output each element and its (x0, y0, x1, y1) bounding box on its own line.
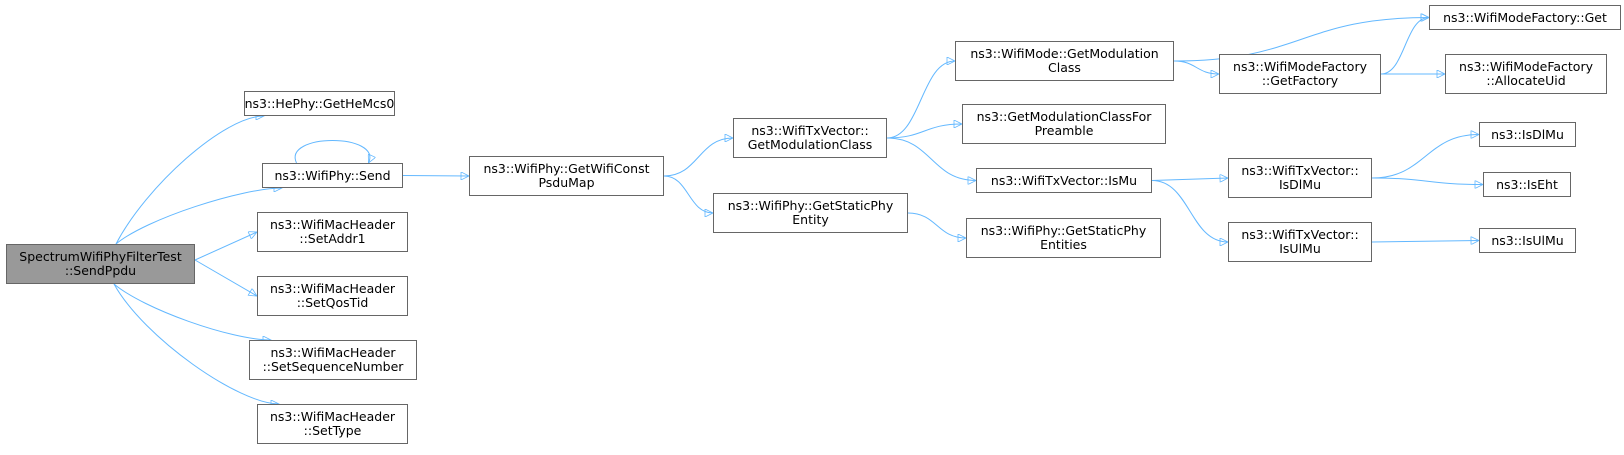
edge-wifiphy_getstaticphyentity-to-wifiphy_getstaticphyentities (907, 212, 966, 238)
node-label-line: ns3::WifiTxVector::IsMu (990, 172, 1138, 188)
edge-wifiphy_getwificonstpsdumap-to-wifiphy_getstaticphyentity (663, 175, 713, 213)
node-label-line: ns3::WifiMacHeader (269, 281, 396, 296)
node-label-line: ::SetAddr1 (299, 231, 366, 246)
node-label-line: IsDlMu (1278, 177, 1321, 192)
edge-txvector_getmodulationclass-to-getmodulationclassforpreamble (886, 124, 962, 139)
node-label-line: ns3::WifiMacHeader (269, 409, 396, 424)
node-modefactory-allocateuid[interactable]: ns3::WifiModeFactory ::AllocateUid (1445, 54, 1607, 94)
node-label-line: IsUlMu (1279, 241, 1321, 256)
edge-txvector_getmodulationclass-to-txvector_ismu (886, 137, 976, 181)
node-txvector-getmodulationclass[interactable]: ns3::WifiTxVector:: GetModulationClass (733, 118, 887, 158)
node-label-line: ns3::WifiModeFactory (1233, 59, 1367, 74)
node-macheader-setaddr1[interactable]: ns3::WifiMacHeader ::SetAddr1 (257, 212, 408, 252)
node-label-line: ns3::WifiMacHeader (270, 345, 396, 360)
node-root: SpectrumWifiPhyFilterTest ::SendPpdu (6, 244, 195, 284)
edge-wifimode_getmodulationclass-to-modefactory_get (1173, 18, 1429, 62)
node-label-line: Class (1048, 60, 1081, 75)
node-wifiphy-getwificonstpsdumap[interactable]: ns3::WifiPhy::GetWifiConst PsduMap (469, 156, 664, 196)
node-macheader-setqostid[interactable]: ns3::WifiMacHeader ::SetQosTid (257, 276, 408, 316)
node-label-line: ns3::WifiTxVector:: (751, 123, 869, 138)
edge-txvector_ismu-to-txvector_isdlmu (1151, 178, 1228, 181)
node-txvector-isdlmu[interactable]: ns3::WifiTxVector:: IsDlMu (1228, 158, 1372, 198)
node-label-line: ns3::WifiMode::GetModulation (970, 46, 1159, 61)
edge-txvector_isdlmu-to-isdlmu (1371, 135, 1479, 179)
node-isdlmu[interactable]: ns3::IsDlMu (1479, 122, 1576, 147)
node-label-line: ::GetFactory (1261, 73, 1339, 88)
node-wifimode-getmodulationclass[interactable]: ns3::WifiMode::GetModulation Class (955, 41, 1174, 81)
node-label-line: ns3::IsDlMu (1491, 126, 1564, 142)
node-label-line: ns3::WifiModeFactory (1459, 59, 1593, 74)
edge-wifiphy_send-to-wifiphy_getwificonstpsdumap (402, 176, 469, 177)
node-label-line: ::AllocateUid (1486, 73, 1566, 88)
node-txvector-isulmu[interactable]: ns3::WifiTxVector:: IsUlMu (1228, 222, 1372, 262)
node-label-line: GetModulationClass (747, 137, 873, 152)
node-wifiphy-send[interactable]: ns3::WifiPhy::Send (262, 163, 403, 188)
node-hephy-getHeMcs0[interactable]: ns3::HePhy::GetHeMcs0 (244, 91, 395, 116)
edge-txvector_isdlmu-to-iseht (1371, 177, 1483, 185)
node-modefactory-getfactory[interactable]: ns3::WifiModeFactory ::GetFactory (1219, 54, 1381, 94)
node-label-line: ns3::WifiPhy::GetStaticPhy (980, 223, 1147, 238)
node-label-line: ns3::IsEht (1496, 176, 1558, 192)
node-getmodulationclassforpreamble[interactable]: ns3::GetModulationClassFor Preamble (962, 104, 1166, 144)
edge-root-to-macheader_settype (113, 283, 279, 404)
node-label-line: ns3::WifiTxVector:: (1241, 163, 1359, 178)
node-label-line: ns3::IsUlMu (1491, 232, 1564, 248)
node-label-line: ::SendPpdu (64, 263, 137, 278)
edge-root-to-macheader_setsequencenumber (113, 283, 271, 340)
node-label-line: ns3::HePhy::GetHeMcs0 (244, 95, 395, 111)
edge-modefactory_getfactory-to-modefactory_get (1380, 18, 1429, 75)
node-label-line: ns3::WifiPhy::Send (274, 167, 391, 183)
node-label-line: SpectrumWifiPhyFilterTest (19, 249, 182, 264)
node-label-line: ns3::WifiMacHeader (269, 217, 396, 232)
node-label-line: Preamble (1034, 123, 1094, 138)
node-label-line: ::SetQosTid (296, 295, 369, 310)
edge-root-to-macheader_setaddr1 (194, 232, 257, 261)
node-label-line: PsduMap (538, 175, 595, 190)
node-label-line: Entities (1040, 237, 1087, 252)
edge-txvector_isulmu-to-isulmu (1371, 241, 1479, 243)
node-wifiphy-getstaticphyentity[interactable]: ns3::WifiPhy::GetStaticPhy Entity (713, 193, 908, 233)
node-label-line: ns3::GetModulationClassFor (976, 109, 1152, 124)
edge-root-to-hephy_getHeMcs0 (115, 116, 264, 245)
node-label-line: ::SetType (303, 423, 362, 438)
node-modefactory-get[interactable]: ns3::WifiModeFactory::Get (1429, 5, 1621, 30)
node-iseht[interactable]: ns3::IsEht (1483, 172, 1571, 197)
node-wifiphy-getstaticphyentities[interactable]: ns3::WifiPhy::GetStaticPhy Entities (966, 218, 1161, 258)
edge-root-to-macheader_setqostid (194, 259, 257, 296)
edge-wifiphy_getwificonstpsdumap-to-txvector_getmodulationclass (663, 138, 733, 177)
node-label-line: ns3::WifiTxVector:: (1241, 227, 1359, 242)
node-label-line: ::SetSequenceNumber (262, 359, 404, 374)
node-label-line: Entity (792, 212, 829, 227)
node-macheader-settype[interactable]: ns3::WifiMacHeader ::SetType (257, 404, 408, 444)
edge-root-to-wifiphy_send (115, 188, 282, 245)
node-label-line: ns3::WifiPhy::GetStaticPhy (727, 198, 894, 213)
edge-txvector_ismu-to-txvector_isulmu (1151, 180, 1228, 243)
node-label-line: ns3::WifiModeFactory::Get (1443, 9, 1607, 25)
edge-txvector_getmodulationclass-to-wifimode_getmodulationclass (886, 61, 955, 139)
node-txvector-ismu[interactable]: ns3::WifiTxVector::IsMu (976, 168, 1152, 193)
node-isulmu[interactable]: ns3::IsUlMu (1479, 228, 1576, 253)
edge-wifiphy_send-to-wifiphy_send (294, 140, 370, 164)
node-label-line: ns3::WifiPhy::GetWifiConst (483, 161, 650, 176)
edge-wifimode_getmodulationclass-to-modefactory_getfactory (1173, 60, 1219, 74)
node-macheader-setsequencenumber[interactable]: ns3::WifiMacHeader ::SetSequenceNumber (249, 340, 417, 380)
